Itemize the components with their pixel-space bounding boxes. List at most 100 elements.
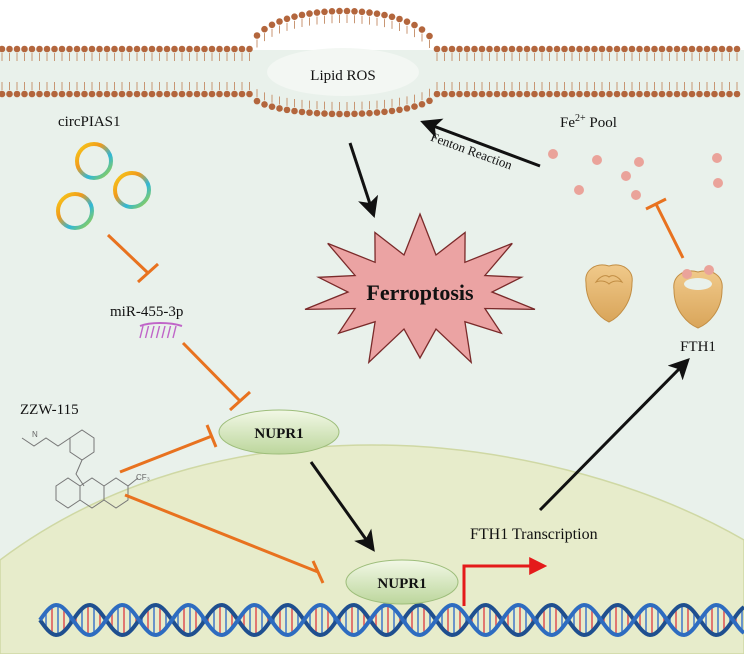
fth1-transcription-label: FTH1 Transcription bbox=[470, 526, 598, 543]
lipid-head bbox=[636, 45, 643, 53]
molecule-linker bbox=[75, 459, 85, 487]
ferroptosis-burst: Ferroptosis bbox=[304, 212, 536, 365]
circrna-ring bbox=[56, 192, 94, 230]
ferritin-right-cavity bbox=[684, 278, 712, 290]
lipid-head bbox=[163, 45, 171, 53]
circrna-ring bbox=[75, 142, 113, 180]
lipid-head bbox=[118, 90, 126, 98]
inhibit-bar bbox=[645, 197, 667, 211]
lipid-head bbox=[666, 90, 673, 98]
inhibit-bar bbox=[136, 262, 160, 284]
lipid-head bbox=[81, 45, 88, 53]
lipid-head bbox=[328, 7, 336, 15]
lipid-head bbox=[441, 45, 448, 53]
lipid-head bbox=[103, 45, 111, 53]
lipid-head bbox=[388, 107, 396, 115]
lipid-head bbox=[688, 90, 696, 98]
lipid-head bbox=[313, 109, 321, 117]
lipid-head bbox=[186, 45, 193, 53]
mirna-base bbox=[166, 325, 172, 339]
lipid-head bbox=[628, 90, 636, 98]
lipid-head bbox=[96, 90, 103, 98]
fe-ion bbox=[574, 185, 584, 195]
lipid-head bbox=[223, 90, 231, 98]
lipid-head bbox=[456, 90, 463, 98]
lipid-head bbox=[501, 45, 508, 53]
lipid-head bbox=[523, 90, 531, 98]
lipid-head bbox=[486, 90, 493, 98]
lipid-head bbox=[493, 90, 501, 98]
ring-c bbox=[103, 477, 129, 509]
lipid-head bbox=[613, 45, 621, 53]
lipid-head bbox=[36, 45, 43, 53]
lipid-head bbox=[703, 45, 711, 53]
lipid-head bbox=[178, 90, 186, 98]
fe-ion bbox=[713, 178, 723, 188]
lipid-head bbox=[88, 90, 96, 98]
lipid-head bbox=[351, 7, 358, 15]
lipid-head bbox=[201, 90, 208, 98]
lipid-head bbox=[553, 90, 561, 98]
lipid-head bbox=[456, 45, 463, 53]
lipid-head bbox=[366, 109, 373, 117]
lipid-head bbox=[651, 90, 658, 98]
lipid-head bbox=[201, 45, 208, 53]
lipid-head bbox=[208, 90, 216, 98]
fe-pool-label: Fe2+ Pool bbox=[560, 113, 617, 131]
lipid-head bbox=[411, 21, 418, 29]
lipid-head bbox=[613, 90, 621, 98]
lipid-head bbox=[688, 45, 696, 53]
lipid-head bbox=[486, 45, 493, 53]
fth1-label: FTH1 bbox=[680, 339, 716, 355]
fe-ion-bound bbox=[704, 265, 714, 275]
lipid-head bbox=[666, 45, 673, 53]
lipid-head bbox=[13, 90, 21, 98]
nupr1-nuc-label: NUPR1 bbox=[377, 576, 426, 592]
lipid-head bbox=[433, 45, 441, 53]
lipid-head bbox=[343, 7, 351, 15]
lipid-head bbox=[621, 90, 628, 98]
lipid-head bbox=[598, 90, 606, 98]
lipid-head bbox=[111, 45, 118, 53]
lipid-head bbox=[13, 45, 21, 53]
lipid-head bbox=[726, 45, 733, 53]
lipid-head bbox=[381, 108, 388, 116]
lipid-head bbox=[133, 90, 141, 98]
lipid-head bbox=[126, 45, 133, 53]
lipid-head bbox=[246, 45, 253, 53]
n-atom-label: N bbox=[32, 430, 38, 439]
lipid-head bbox=[696, 45, 703, 53]
lipid-head bbox=[493, 45, 501, 53]
lipid-head bbox=[381, 11, 388, 19]
lipid-head bbox=[366, 9, 373, 16]
lipid-head bbox=[261, 101, 268, 108]
lipid-head bbox=[681, 45, 688, 53]
lipid-head bbox=[403, 105, 411, 112]
lipid-head bbox=[58, 45, 66, 53]
lipid-head bbox=[396, 15, 403, 23]
lipid-head bbox=[426, 97, 433, 105]
lipid-head bbox=[283, 106, 291, 114]
lipid-head bbox=[291, 107, 298, 115]
lipid-head bbox=[418, 100, 426, 108]
lipid-head bbox=[208, 45, 216, 53]
lipid-head bbox=[478, 90, 486, 98]
mir-455-3p-label: miR-455-3p bbox=[110, 304, 183, 320]
lipid-head bbox=[718, 45, 726, 53]
lipid-head bbox=[733, 90, 741, 98]
lipid-head bbox=[343, 110, 351, 118]
lipid-head bbox=[591, 90, 598, 98]
lipid-head bbox=[471, 45, 478, 53]
lipid-head bbox=[568, 90, 576, 98]
lipid-head bbox=[621, 45, 628, 53]
lipid-head bbox=[163, 90, 171, 98]
nupr1-translocation-arrow bbox=[309, 461, 375, 552]
lipid-head bbox=[628, 45, 636, 53]
lipid-head bbox=[321, 110, 328, 117]
nupr1-cytoplasmic bbox=[218, 409, 340, 455]
lipid-head bbox=[531, 90, 538, 98]
lipid-head bbox=[568, 45, 576, 53]
circpias1-inhibits-mir bbox=[106, 233, 150, 275]
lipid-head bbox=[448, 45, 456, 53]
lipid-head bbox=[51, 90, 58, 98]
